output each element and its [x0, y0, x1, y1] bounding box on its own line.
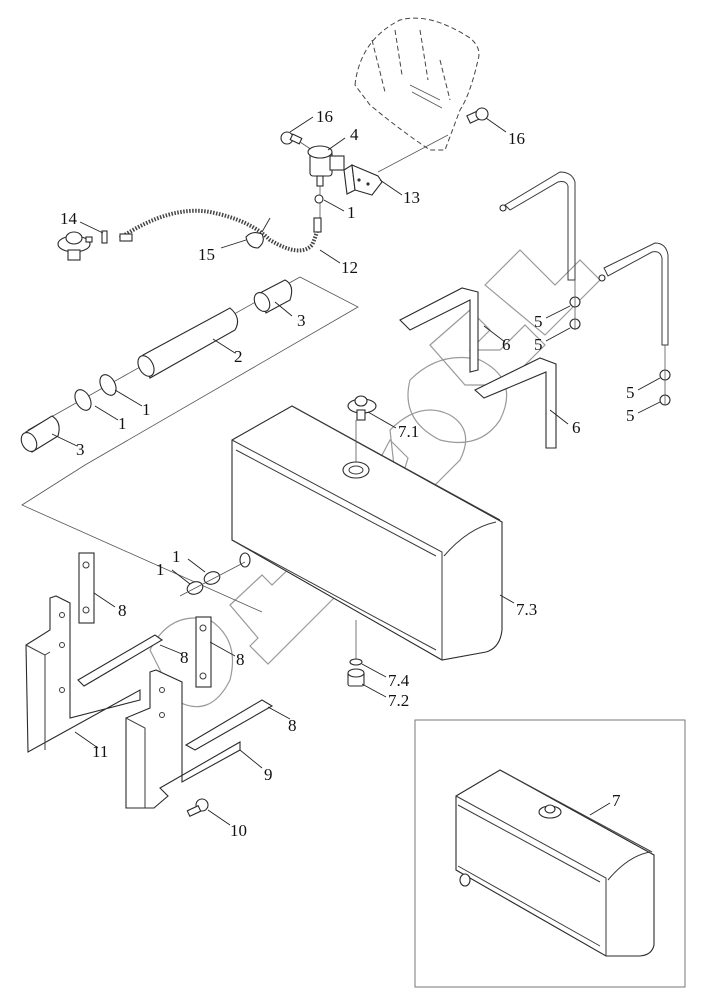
- bolt-16-right: [466, 107, 489, 124]
- callout-5: 5: [534, 335, 543, 354]
- clamps-1-outlet: [179, 561, 246, 597]
- callout-8: 8: [180, 648, 189, 667]
- spacer-plate-8-d: [184, 699, 274, 751]
- callout-5: 5: [626, 383, 635, 402]
- callout-15: 15: [198, 245, 215, 264]
- callout-13: 13: [403, 188, 420, 207]
- callout-12: 12: [341, 258, 358, 277]
- spacer-plate-8-a: [78, 552, 95, 624]
- fuel-tank-7-3: [231, 405, 503, 661]
- nuts-5: [569, 280, 671, 406]
- callout-1: 1: [156, 560, 165, 579]
- callout-1: 1: [142, 400, 151, 419]
- bolt-10: [186, 798, 209, 817]
- callout-1: 1: [118, 414, 127, 433]
- spacer-plate-8-b: [77, 634, 164, 687]
- strap-rods: [499, 171, 669, 346]
- callout-7-1: 7.1: [398, 422, 419, 441]
- callout-8: 8: [236, 650, 245, 669]
- callout-14: 14: [60, 209, 78, 228]
- callout-16: 16: [316, 107, 333, 126]
- callout-6: 6: [502, 335, 511, 354]
- leader-lines: [51, 116, 661, 826]
- bolt-16-left: [280, 131, 313, 151]
- clamp-14: [101, 230, 108, 244]
- callout-3: 3: [297, 311, 306, 330]
- cab-panel-outline: [354, 17, 480, 151]
- callout-9: 9: [264, 765, 273, 784]
- inset-frame: [414, 719, 686, 988]
- callout-labels: 16 4 16 13 1 14 15 12 3 2 1 1 3 5 5 6 5 …: [60, 107, 635, 840]
- tank-straps-6: [399, 287, 557, 449]
- drain-plug-7-2: [347, 668, 365, 687]
- callout-3: 3: [76, 440, 85, 459]
- fuel-level-sender-7-1: [347, 395, 377, 421]
- callout-16: 16: [508, 129, 525, 148]
- callout-2: 2: [234, 347, 243, 366]
- bracket-13: [343, 164, 383, 196]
- callout-5: 5: [534, 312, 543, 331]
- callout-8: 8: [118, 601, 127, 620]
- callout-10: 10: [230, 821, 247, 840]
- drain-washer-7-4: [349, 658, 363, 666]
- callout-11: 11: [92, 742, 108, 761]
- callout-7-3: 7.3: [516, 600, 537, 619]
- inset-assembled-tank: 7: [414, 719, 686, 988]
- callout-6: 6: [572, 418, 581, 437]
- callout-7-2: 7.2: [388, 691, 409, 710]
- filter-housing-4: [307, 145, 345, 187]
- fuel-sender-connector: [57, 231, 93, 261]
- callout-7: 7: [612, 791, 621, 810]
- support-bracket-11: [25, 595, 141, 753]
- hose-clip-15: [245, 217, 271, 249]
- callout-4: 4: [350, 125, 359, 144]
- callout-1: 1: [347, 203, 356, 222]
- fuel-hose-12: [118, 208, 322, 253]
- callout-8: 8: [288, 716, 297, 735]
- callout-5: 5: [626, 406, 635, 425]
- spacer-plate-8-c: [195, 616, 212, 688]
- clamp-1-top: [314, 186, 324, 220]
- pipe-assembly: [20, 276, 301, 453]
- callout-7-4: 7.4: [388, 671, 410, 690]
- callout-1: 1: [172, 547, 181, 566]
